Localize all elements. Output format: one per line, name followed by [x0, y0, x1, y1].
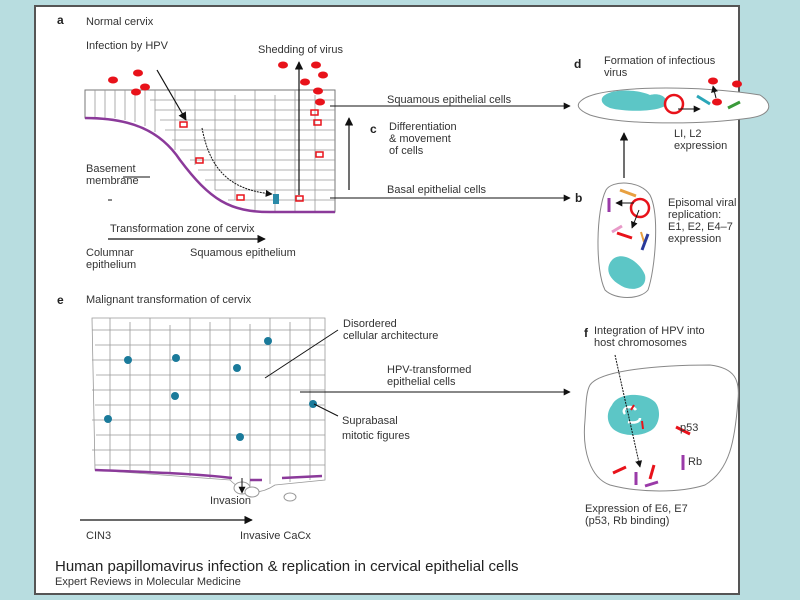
hpv-transformed-line2: epithelial cells	[387, 376, 456, 388]
shedding-label: Shedding of virus	[258, 44, 343, 56]
panel-letter-d: d	[574, 57, 582, 71]
episomal-line2: replication:	[668, 209, 722, 221]
panel-letter-f: f	[584, 326, 588, 340]
transformation-zone-label: Transformation zone of cervix	[110, 223, 255, 235]
dividing-cell-a	[273, 194, 279, 204]
squamous-cells-label: Squamous epithelial cells	[387, 94, 512, 106]
virus-particles-a	[108, 61, 328, 106]
suprabasal-line2: mitotic figures	[342, 430, 410, 442]
episomal-line4: expression	[668, 233, 722, 245]
normal-cervix-heading: Normal cervix	[86, 16, 154, 28]
cell-b	[597, 182, 657, 298]
suprabasal-line1: Suprabasal	[342, 415, 398, 427]
infected-cells-a	[179, 109, 324, 202]
basement-label-2: membrane	[86, 175, 139, 187]
integration-arrow	[614, 354, 643, 468]
l1-l2-line2: expression	[674, 140, 728, 152]
disordered-line2: cellular architecture	[343, 330, 439, 342]
cell-grid	[94, 90, 335, 212]
episomal-line3: E1, E2, E4–7	[668, 221, 733, 233]
cell-f	[583, 364, 739, 492]
malignant-tissue	[91, 317, 326, 502]
differentiation-line2: & movement	[389, 133, 451, 145]
infection-label: Infection by HPV	[86, 40, 168, 52]
differentiation-line3: of cells	[389, 145, 424, 157]
formation-line1: Formation of infectious	[604, 55, 716, 67]
basal-cells-label: Basal epithelial cells	[387, 184, 487, 196]
suprabasal-pointer	[313, 403, 339, 417]
infection-arrow	[156, 69, 187, 121]
e6-e7-line2: (p53, Rb binding)	[585, 515, 670, 527]
cin3-label: CIN3	[86, 530, 112, 542]
integration-line2: host chromosomes	[594, 337, 687, 349]
columnar-label-1: Columnar	[86, 247, 134, 259]
migration-arrow	[201, 127, 273, 197]
p53-label: p53	[680, 422, 699, 434]
differentiation-line1: Differentiation	[389, 121, 457, 133]
episomal-line1: Episomal viral	[668, 197, 737, 209]
figure-title: Human papillomavirus infection & replica…	[55, 558, 519, 575]
squamous-epithelium-label: Squamous epithelium	[190, 247, 296, 259]
panel-letter-b: b	[575, 191, 583, 205]
basement-label-1: Basement	[86, 163, 136, 175]
panel-letter-a: a	[57, 13, 64, 27]
panel-letter-e: e	[57, 293, 64, 307]
basement-membrane	[84, 116, 335, 214]
invasive-cacx-label: Invasive CaCx	[240, 530, 311, 542]
panel-letter-c: c	[370, 122, 377, 136]
hpv-transformed-line1: HPV-transformed	[387, 364, 472, 376]
integration-line1: Integration of HPV into	[594, 325, 705, 337]
formation-line2: virus	[604, 67, 628, 79]
invasion-label: Invasion	[210, 495, 251, 507]
columnar-label-2: epithelium	[86, 259, 137, 271]
figure-source: Expert Reviews in Molecular Medicine	[55, 576, 241, 588]
cell-d	[577, 77, 770, 124]
l1-l2-line1: LI, L2	[674, 128, 702, 140]
rb-label: Rb	[688, 456, 703, 468]
e6-e7-line1: Expression of E6, E7	[585, 503, 688, 515]
normal-epithelium	[84, 89, 336, 214]
disordered-line1: Disordered	[343, 318, 397, 330]
malignant-heading: Malignant transformation of cervix	[86, 294, 252, 306]
disordered-pointer	[264, 329, 339, 379]
